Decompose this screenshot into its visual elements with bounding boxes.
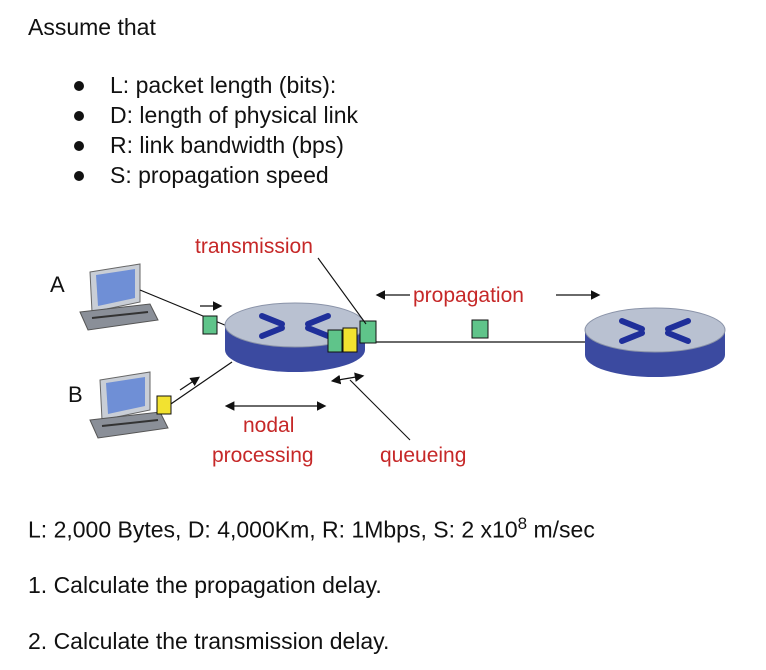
exponent: 8 [517,514,528,533]
packet-icon [327,329,343,353]
nodal-label: nodal [243,414,294,437]
packet-icon [471,319,489,339]
pointer-line [349,379,411,441]
list-item: L: packet length (bits): [70,70,358,100]
host-b-label: B [68,382,83,407]
question-1: 1. Calculate the propagation delay. [28,572,382,598]
host-a-label: A [50,272,65,297]
arrow-icon [179,376,200,391]
bullet-icon [74,171,84,181]
parameters-line: L: 2,000 Bytes, D: 4,000Km, R: 1Mbps, S:… [28,514,595,544]
packet-icon [342,327,358,353]
packet-icon [156,395,172,415]
processing-label: processing [212,444,314,467]
network-delay-diagram: A B transmission propagation [50,235,726,467]
question-2: 2. Calculate the transmission delay. [28,628,390,654]
bullet-text: L: packet length (bits): [110,72,337,98]
arrow-icon [330,372,365,385]
router-icon [584,307,726,377]
propagation-label: propagation [413,284,524,307]
bullet-text: D: length of physical link [110,102,359,128]
list-item: S: propagation speed [70,160,358,190]
packet-icon [202,315,218,335]
bullet-text: S: propagation speed [110,162,329,188]
assumption-list: L: packet length (bits): D: length of ph… [70,70,358,190]
computer-icon [89,371,169,439]
bullet-icon [74,111,84,121]
pointer-line [317,257,367,325]
link-a [139,289,233,329]
packet-icon [359,320,377,344]
bullet-icon [74,81,84,91]
bullet-icon [74,141,84,151]
bullet-text: R: link bandwidth (bps) [110,132,344,158]
parameters-text: L: 2,000 Bytes, D: 4,000Km, R: 1Mbps, S:… [28,516,518,543]
queueing-label: queueing [380,444,466,467]
unit-text: m/sec [527,516,595,543]
list-item: R: link bandwidth (bps) [70,130,358,160]
intro-text: Assume that [28,14,156,40]
link-b [164,361,233,409]
transmission-label: transmission [195,235,313,258]
list-item: D: length of physical link [70,100,358,130]
computer-icon [79,263,159,331]
